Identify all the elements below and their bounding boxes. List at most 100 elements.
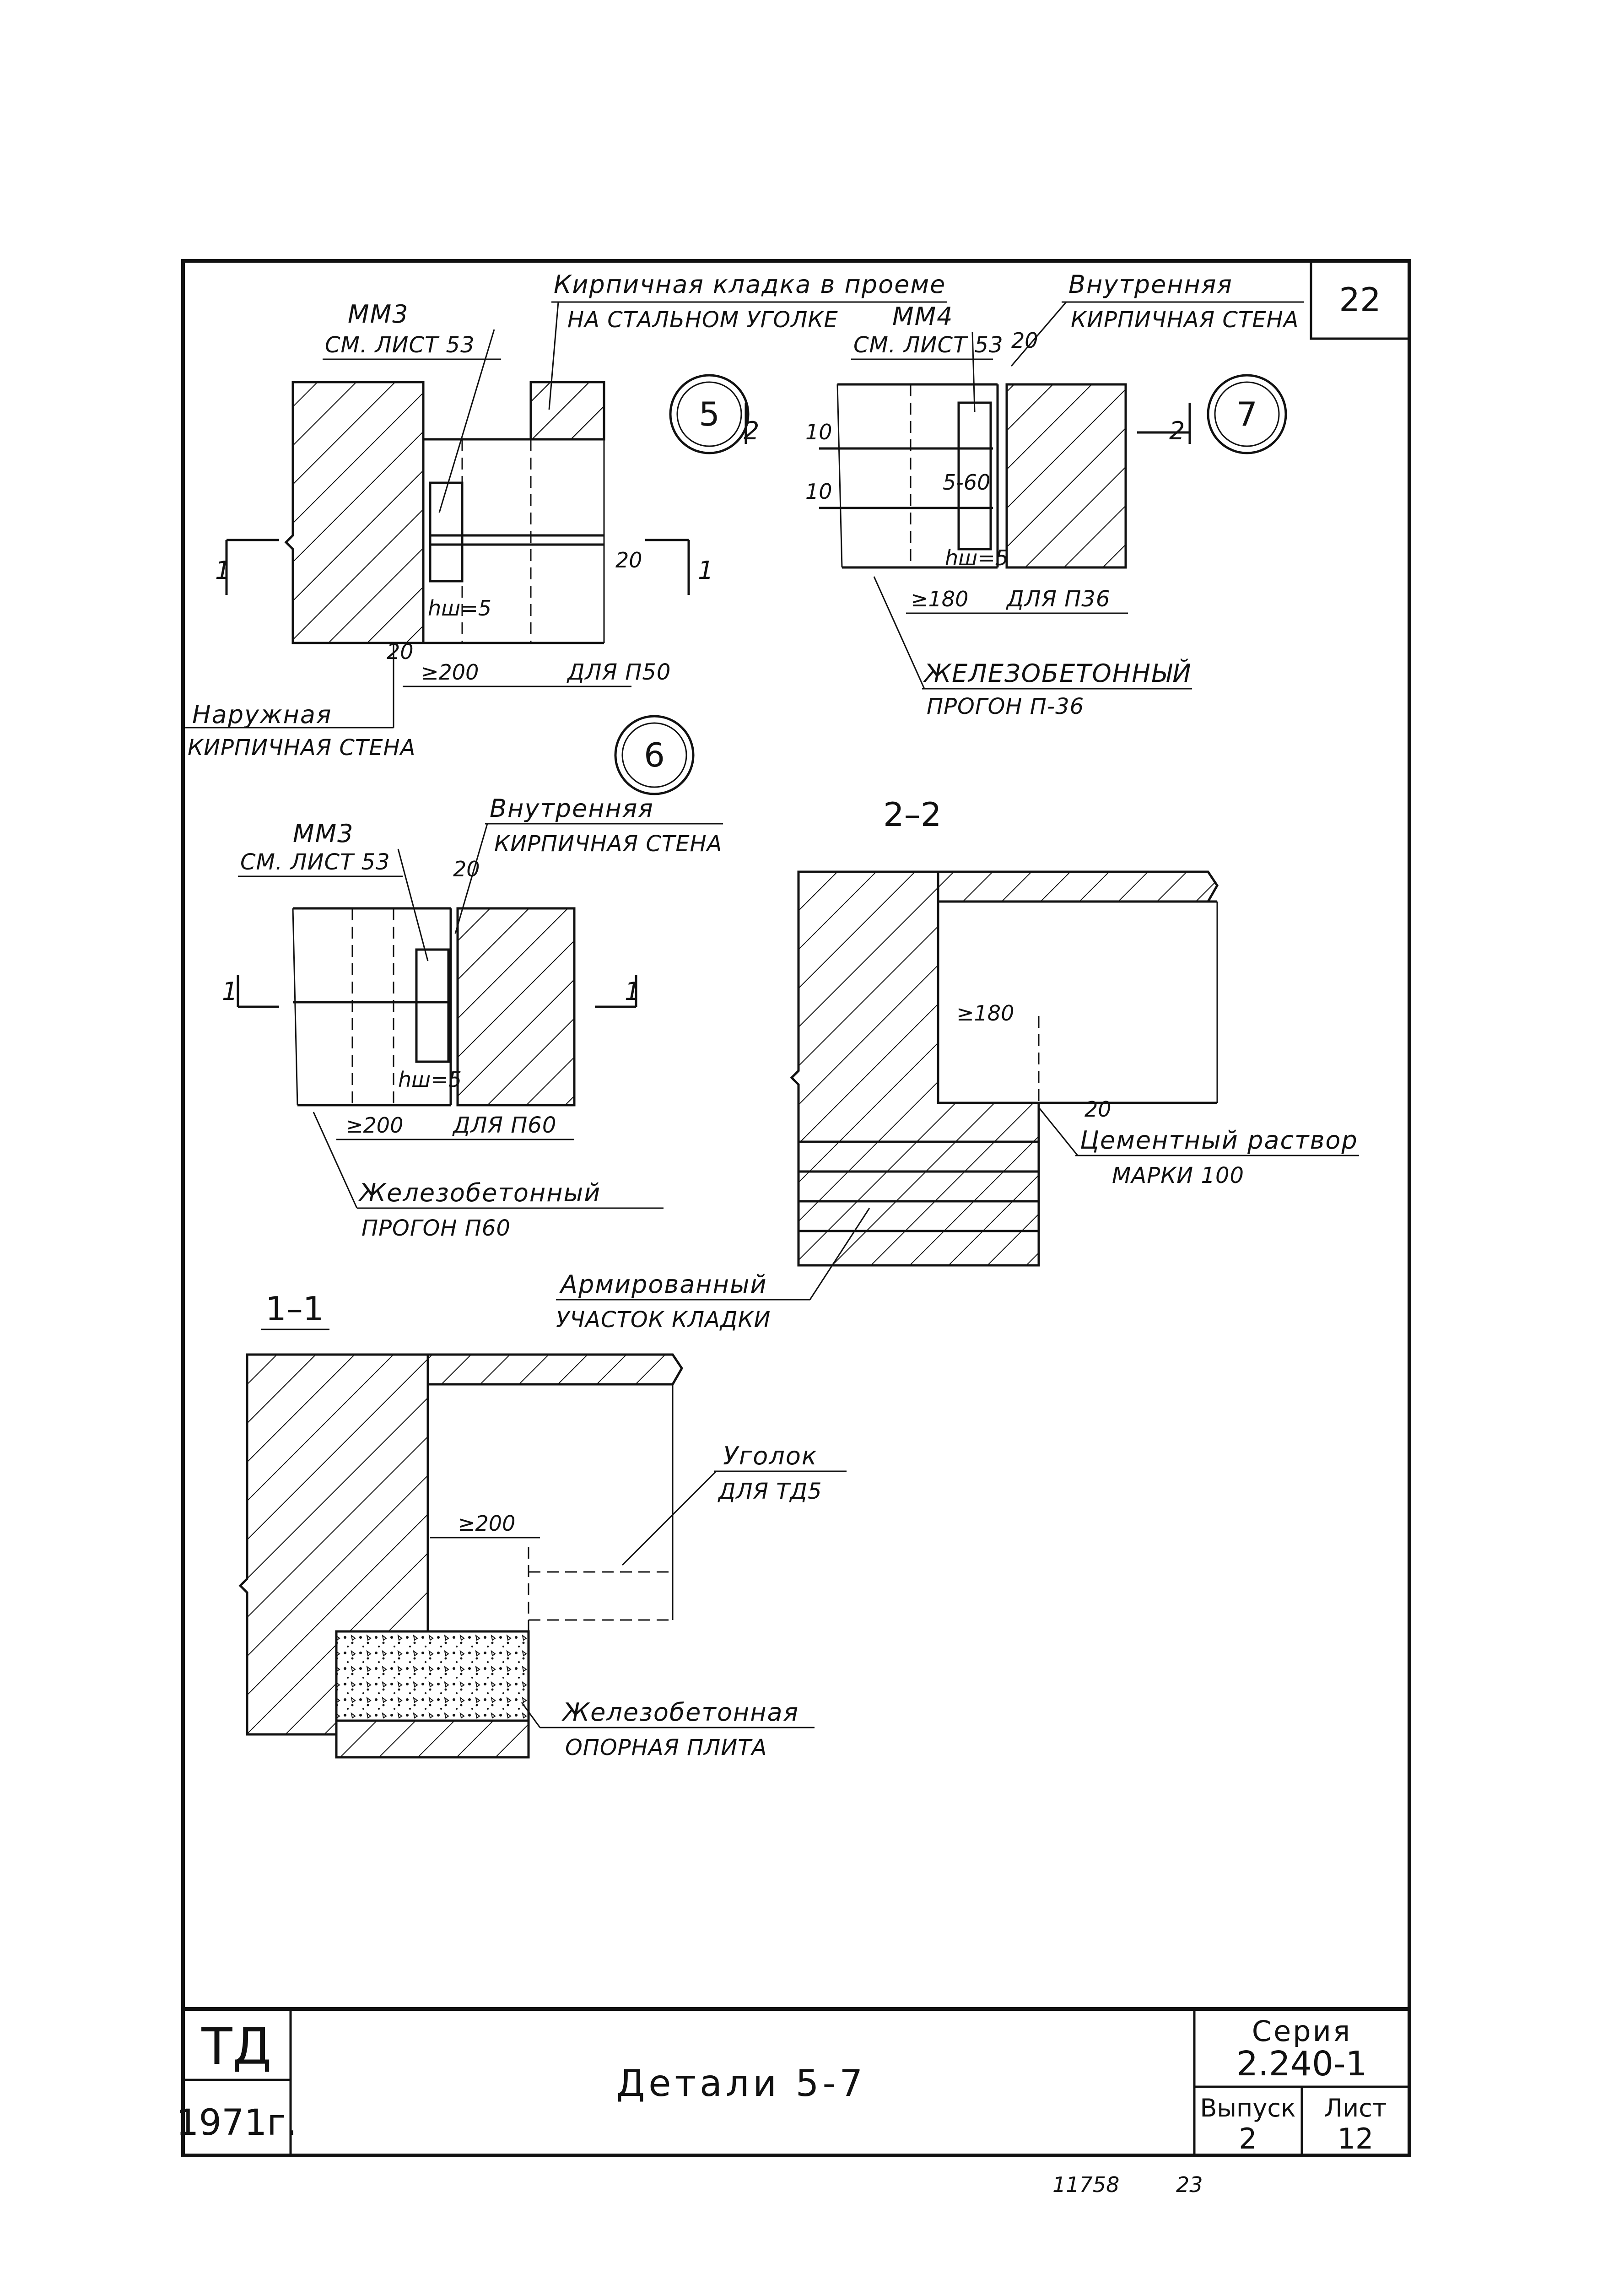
- masonry-leader: [548, 302, 559, 410]
- reinforced-label-1: Армированный: [559, 1270, 767, 1299]
- dim-20-bottom: 20: [387, 639, 414, 664]
- inner-wall-label-2: КИРПИЧНАЯ СТЕНА: [1071, 307, 1299, 333]
- outer-wall-label-1: Наружная: [192, 700, 332, 729]
- dim-200: ≥200: [421, 660, 479, 685]
- angle-label-1: Уголок: [723, 1442, 817, 1470]
- plate-leader: [521, 1702, 541, 1728]
- dim-10-b: 10: [805, 479, 832, 504]
- mortar-leader: [1038, 1107, 1079, 1156]
- steel-angle-masonry: [529, 381, 605, 441]
- mm3-plate: [415, 948, 450, 1063]
- sheet-label: Лист: [1324, 2094, 1387, 2122]
- mm3-label: ММ3: [293, 819, 354, 848]
- mm3-plate: [429, 481, 464, 583]
- lintel-left-edge: [292, 908, 298, 1106]
- series-label: Серия: [1252, 2014, 1352, 2048]
- section-mark-left-label: 1: [222, 977, 238, 1006]
- dim-5-60: 5-60: [943, 470, 990, 495]
- sheet-value: 12: [1338, 2122, 1374, 2155]
- reinforced-label-2: УЧАСТОК КЛАДКИ: [556, 1307, 771, 1333]
- dim-180: ≥180: [911, 587, 968, 611]
- inner-wall-hatch: [1005, 383, 1127, 569]
- dim-200: ≥200: [458, 1511, 515, 1536]
- detail-marker-5: 5: [699, 395, 720, 433]
- sheet-number: 22: [1339, 281, 1381, 319]
- mortar-label-1: Цементный раствор: [1080, 1126, 1358, 1155]
- drawing-title: Детали 5-7: [616, 2062, 867, 2105]
- for-p60-label: ДЛЯ П60: [452, 1112, 556, 1138]
- mm4-leader: [971, 331, 976, 412]
- section-mark-right-label: 1: [625, 977, 641, 1006]
- lintel-label-2: ПРОГОН П-36: [927, 694, 1084, 719]
- frame-border: [181, 259, 1411, 2157]
- series-value: 2.240-1: [1236, 2044, 1367, 2084]
- lintel-leader: [313, 1112, 358, 1209]
- section-mark-right: [645, 539, 690, 595]
- hw-label: hш=5: [945, 545, 1009, 570]
- detail-marker-6-circle: [614, 715, 695, 795]
- lintel-label-1: ЖЕЛЕЗОБЕТОННЫЙ: [923, 659, 1192, 688]
- detail-marker-6-inner: [621, 722, 687, 788]
- for-p50-label: ДЛЯ П50: [567, 659, 671, 685]
- masonry-label-2: НА СТАЛЬНОМ УГОЛКЕ: [567, 307, 838, 333]
- section-mark-right: [1137, 403, 1191, 444]
- inner-wall-label-1: Внутренняя: [490, 794, 654, 823]
- section-mark-left: [237, 975, 279, 1008]
- lintel-leader: [873, 576, 925, 689]
- detail-marker-5-inner: [676, 381, 742, 447]
- detail-marker-6: 6: [644, 736, 665, 774]
- mm3-label: ММ3: [348, 300, 409, 329]
- reinforced-leader: [809, 1208, 870, 1300]
- mm3-leader: [438, 329, 495, 513]
- reinforced-zone: [797, 1140, 1040, 1267]
- plate-label-2: ОПОРНАЯ ПЛИТА: [565, 1735, 767, 1760]
- section-1-1: 1–1 ≥200 Уголок ДЛЯ ТД5 Железобетонная О…: [238, 1290, 847, 1760]
- masonry-label-1: Кирпичная кладка в проеме: [554, 270, 946, 299]
- for-p36-label: ДЛЯ П36: [1006, 586, 1110, 612]
- year: 1971г.: [176, 2102, 297, 2144]
- detail-marker-7: 7: [1236, 395, 1257, 433]
- mm3-ref: СМ. ЛИСТ 53: [325, 332, 475, 358]
- inner-wall-label-1: Внутренняя: [1068, 270, 1233, 299]
- dim-10-a: 10: [805, 420, 832, 444]
- detail-6: 6 1 1 20 hш=5 ≥200 ДЛЯ П60 ММ3 СМ. ЛИСТ …: [222, 715, 723, 1241]
- mm3-ref: СМ. ЛИСТ 53: [240, 849, 390, 875]
- dim-20: 20: [453, 857, 480, 881]
- org-code: ТД: [201, 2017, 271, 2076]
- section-mark-left-label: 2: [744, 416, 760, 445]
- inner-wall-leader: [1010, 302, 1067, 367]
- lintel-left-edge: [836, 384, 843, 568]
- inner-wall-label-2: КИРПИЧНАЯ СТЕНА: [494, 831, 722, 857]
- dim-200: ≥200: [345, 1113, 403, 1138]
- mm3-leader: [397, 848, 429, 961]
- section-title: 1–1: [265, 1290, 324, 1328]
- mm4-ref: СМ. ЛИСТ 53: [853, 332, 1004, 358]
- inventory-number: 11758: [1052, 2172, 1119, 2197]
- plate-bottom-hatch: [335, 1719, 530, 1759]
- sheet-number-box: [1310, 259, 1411, 340]
- section-mark-left-label: 1: [215, 556, 232, 585]
- dim-20: 20: [1084, 1097, 1111, 1122]
- page-number: 23: [1176, 2172, 1203, 2197]
- lintel-label-2: ПРОГОН П60: [361, 1215, 511, 1241]
- issue-label: Выпуск: [1200, 2094, 1295, 2122]
- outer-wall-label-2: КИРПИЧНАЯ СТЕНА: [188, 735, 415, 761]
- support-plate: [335, 1630, 530, 1722]
- detail-7: 10 10 5-60 20 hш=5 ≥180 ДЛЯ П36 2 2 7 ММ…: [744, 270, 1304, 719]
- dim-20-vertical: 20: [615, 548, 642, 572]
- detail-marker-7-inner: [1214, 381, 1280, 447]
- lintel-label-1: Железобетонный: [358, 1178, 601, 1207]
- title-block: ТД 1971г. Детали 5-7 Серия 2.240-1 Выпус…: [176, 2007, 1409, 2155]
- section-mark-right-label: 2: [1169, 416, 1186, 445]
- angle-leader: [621, 1470, 717, 1566]
- detail-marker-7-circle: [1207, 374, 1287, 454]
- section-2-2: 2–2 ≥180 20 Цементный раствор МАРКИ 100 …: [556, 795, 1359, 1333]
- section-title: 2–2: [883, 795, 942, 834]
- section-mark-right-label: 1: [698, 556, 714, 585]
- angle-label-2: ДЛЯ ТД5: [718, 1479, 822, 1504]
- section-mark-left: [225, 539, 279, 595]
- inner-wall-leader: [454, 823, 488, 934]
- section-mark-right: [595, 975, 637, 1008]
- mm4-label: ММ4: [892, 302, 954, 331]
